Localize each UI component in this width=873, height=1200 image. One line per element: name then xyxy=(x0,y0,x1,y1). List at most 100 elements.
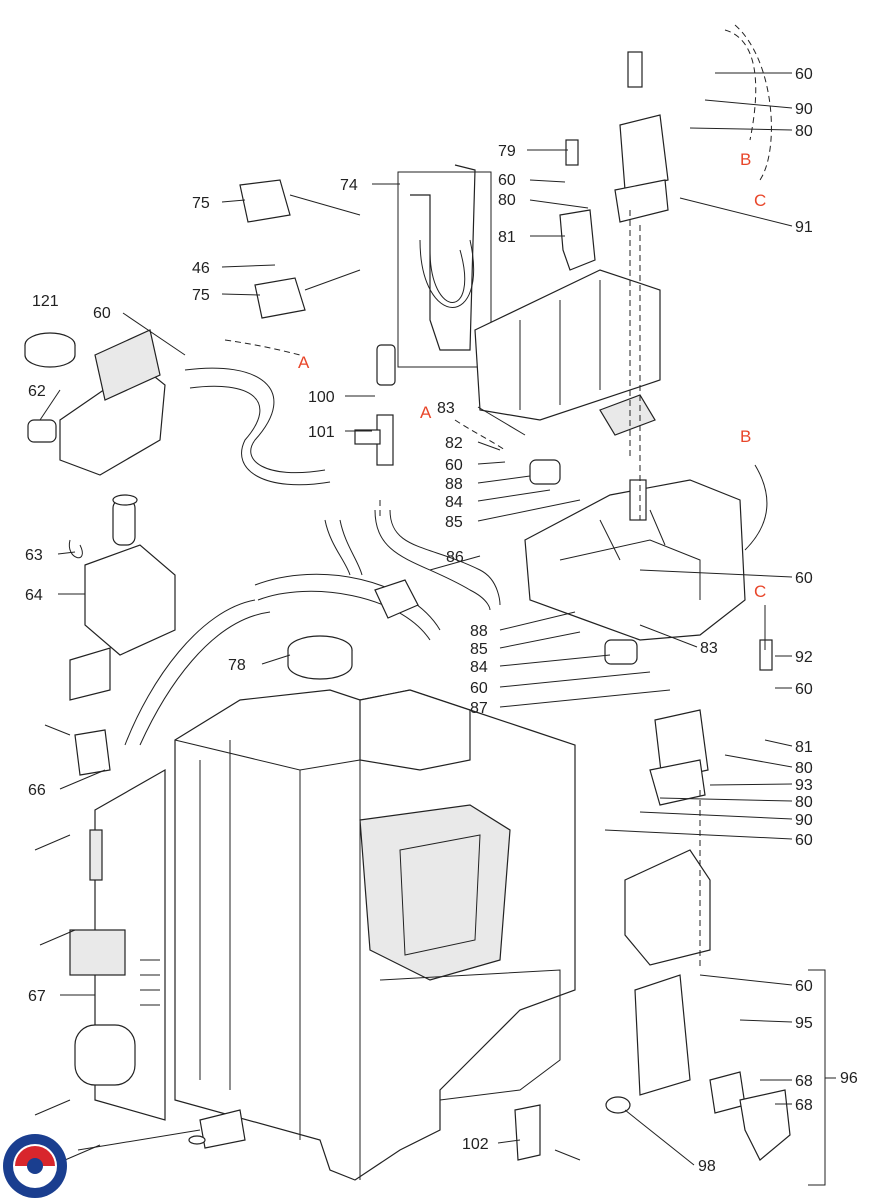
part-label: 60 xyxy=(795,978,813,995)
part-label: 81 xyxy=(498,229,516,246)
part-label: 85 xyxy=(470,641,488,658)
part-label: 80 xyxy=(795,760,813,777)
leader-line xyxy=(499,631,581,649)
connector-label: B xyxy=(740,150,751,169)
part-label: 85 xyxy=(445,514,463,531)
brand-logo xyxy=(3,1134,67,1198)
leader-line xyxy=(122,312,186,356)
part-label: 68 xyxy=(795,1097,813,1114)
leader-line xyxy=(39,389,61,421)
leader-line xyxy=(704,99,793,109)
connector-label: C xyxy=(754,582,766,601)
leader-line xyxy=(639,811,793,820)
leader-line xyxy=(477,475,531,484)
part-label: 87 xyxy=(470,700,488,717)
part-label: 60 xyxy=(470,680,488,697)
part-label: 80 xyxy=(498,192,516,209)
connector-label: C xyxy=(754,191,766,210)
connector-label: A xyxy=(298,353,310,372)
part-label: 75 xyxy=(192,195,210,212)
part-label: 60 xyxy=(795,570,813,587)
leader-line xyxy=(764,739,793,747)
part-label: 80 xyxy=(795,123,813,140)
leader-line xyxy=(221,264,276,268)
part-label: 80 xyxy=(795,794,813,811)
leader-line xyxy=(57,551,76,555)
part-label: 79 xyxy=(498,143,516,160)
part-label: 64 xyxy=(25,587,43,604)
leader-line xyxy=(477,499,581,522)
part-label: 88 xyxy=(445,476,463,493)
leader-line xyxy=(261,654,291,665)
leader-line xyxy=(477,461,506,465)
leader-line xyxy=(689,127,793,131)
group-bracket-96 xyxy=(808,969,836,1186)
leader-line xyxy=(659,797,793,802)
leader-line xyxy=(497,1139,521,1144)
leader-line xyxy=(604,829,793,840)
part-label: 84 xyxy=(445,494,463,511)
part-label: 83 xyxy=(437,400,455,417)
leader-line xyxy=(499,611,576,631)
part-label: 91 xyxy=(795,219,813,236)
leader-line xyxy=(499,689,671,708)
part-label: 74 xyxy=(340,177,358,194)
part-label: 82 xyxy=(445,435,463,452)
leader-line xyxy=(679,197,793,227)
part-label: 95 xyxy=(795,1015,813,1032)
part-label: 67 xyxy=(28,988,46,1005)
leader-line xyxy=(724,754,793,768)
part-label: 81 xyxy=(795,739,813,756)
part-label: 102 xyxy=(462,1136,489,1153)
leader-line xyxy=(221,199,246,203)
part-label: 90 xyxy=(795,812,813,829)
part-label: 84 xyxy=(470,659,488,676)
part-label: 60 xyxy=(93,305,111,322)
part-label: 121 xyxy=(32,293,59,310)
leader-line xyxy=(499,654,611,667)
leader-line xyxy=(624,1109,695,1166)
leader-line xyxy=(429,555,481,571)
part-label: 100 xyxy=(308,389,335,406)
part-label: 60 xyxy=(795,681,813,698)
leader-line xyxy=(699,974,793,986)
leader-line xyxy=(59,769,106,790)
part-label: 46 xyxy=(192,260,210,277)
leader-line xyxy=(639,624,698,648)
part-label: 90 xyxy=(795,101,813,118)
part-label: 62 xyxy=(28,383,46,400)
part-label: 60 xyxy=(445,457,463,474)
part-label: 63 xyxy=(25,547,43,564)
leader-line xyxy=(477,441,501,451)
part-label: 86 xyxy=(446,549,464,566)
connector-label: B xyxy=(740,427,751,446)
part-label: 101 xyxy=(308,424,335,441)
leader-line xyxy=(477,489,551,502)
part-label: 92 xyxy=(795,649,813,666)
leader-line xyxy=(77,1129,201,1151)
leader-line xyxy=(529,199,589,209)
part-label: 66 xyxy=(28,782,46,799)
leader-line xyxy=(477,406,526,436)
part-label: 68 xyxy=(795,1073,813,1090)
part-label: 98 xyxy=(698,1158,716,1175)
part-label: 93 xyxy=(795,777,813,794)
part-label: 60 xyxy=(795,66,813,83)
part-labels: 60 90 80 79 60 80 81 74 75 46 75 91 121 … xyxy=(25,66,858,1175)
part-label: 60 xyxy=(498,172,516,189)
part-label: 60 xyxy=(795,832,813,849)
connector-label: A xyxy=(420,403,432,422)
leader-line xyxy=(739,1019,793,1023)
parts-drawing xyxy=(3,24,791,1198)
leader-line xyxy=(639,569,793,578)
leader-line xyxy=(529,179,566,183)
part-label: 88 xyxy=(470,623,488,640)
connector-labels: A A B B C C xyxy=(298,150,766,601)
leader-line xyxy=(221,293,261,296)
part-label: 83 xyxy=(700,640,718,657)
part-label: 78 xyxy=(228,657,246,674)
leader-lines xyxy=(39,72,793,1166)
part-label: 96 xyxy=(840,1070,858,1087)
leader-line xyxy=(709,783,793,786)
